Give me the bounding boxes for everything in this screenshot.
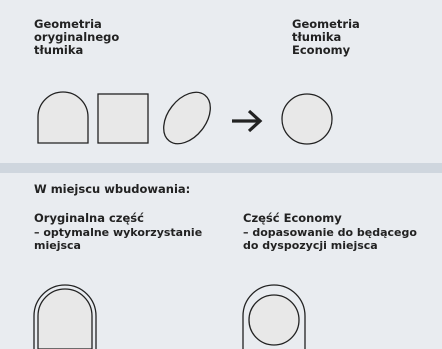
original-part-in-space <box>33 284 97 349</box>
original-part-description: – optymalne wykorzystanie miejsca <box>34 226 203 252</box>
panel-divider <box>0 163 442 173</box>
oval-shape <box>163 91 211 145</box>
economy-geometry-title: Geometria tłumika Economy <box>292 17 360 57</box>
arch-shape <box>37 91 89 144</box>
economy-part-in-space <box>242 284 306 349</box>
right-arrow-icon <box>232 109 263 133</box>
round-shape <box>281 93 333 145</box>
economy-part-title: Część Economy <box>243 211 342 225</box>
economy-part-description: – dopasowanie do będącego do dyspozycji … <box>243 226 417 252</box>
square-shape <box>97 93 149 144</box>
installation-heading: W miejscu wbudowania: <box>34 182 191 196</box>
original-part-title: Oryginalna część <box>34 211 144 225</box>
original-geometry-title: Geometria oryginalnego tłumika <box>34 17 120 57</box>
